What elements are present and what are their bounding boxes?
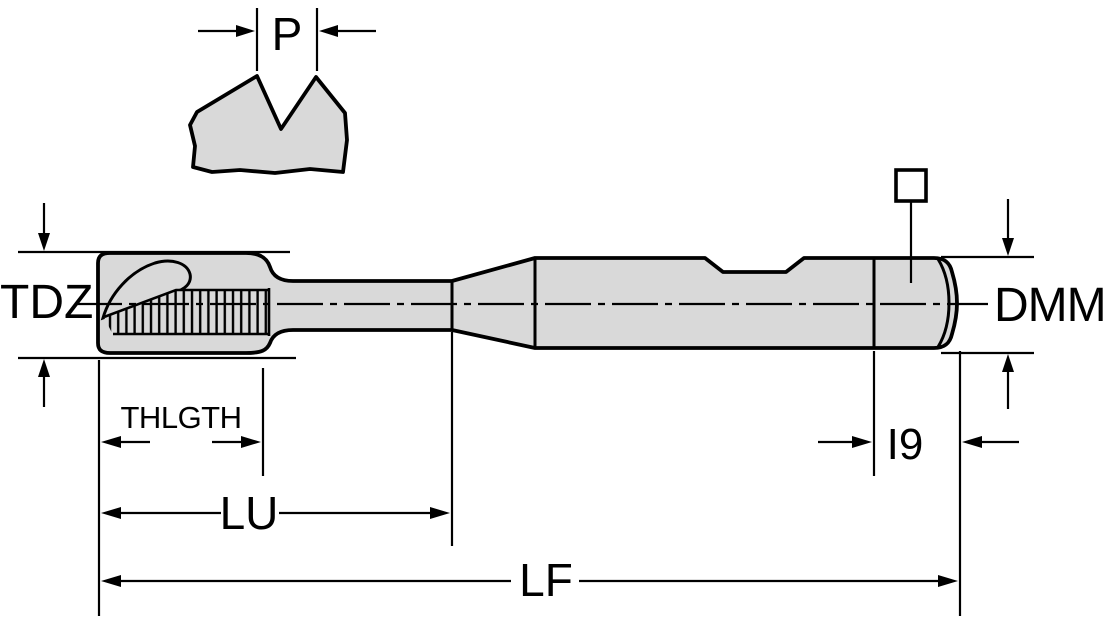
dimension-lu: LU [101, 332, 454, 546]
dmm-arrow-top [1002, 238, 1014, 256]
dimension-dmm: DMM [941, 199, 1107, 409]
thread-hatching [103, 288, 271, 336]
thlgth-arrow-right [241, 436, 261, 448]
thread-length-label: THLGTH [121, 400, 242, 435]
lu-arrow-left [101, 507, 121, 519]
tap-body [76, 251, 988, 355]
dimension-thlgth: THLGTH [101, 368, 265, 476]
i9-arrow-right [962, 436, 982, 448]
dmm-arrow-bottom [1002, 354, 1014, 372]
thread-top-edge [103, 288, 269, 319]
shank-diameter-label: DMM [994, 279, 1106, 332]
pitch-arrow-left [236, 25, 255, 37]
square-length-label: I9 [887, 420, 924, 469]
square-drive-symbol [894, 168, 928, 283]
square-symbol-icon [894, 168, 928, 203]
functional-length-label: LF [519, 554, 573, 606]
thread-profile-detail: P [188, 8, 376, 175]
flute [100, 259, 192, 321]
tap-outline [96, 251, 959, 355]
thlgth-arrow-left [101, 436, 121, 448]
lf-arrow-right [938, 575, 958, 587]
thread-profile-shape [188, 74, 349, 175]
usable-length-label: LU [220, 487, 279, 539]
pitch-arrow-right [319, 25, 338, 37]
dimension-tdz: TDZ [0, 203, 296, 407]
lf-arrow-left [101, 575, 121, 587]
lu-arrow-right [430, 507, 450, 519]
thread-diameter-label: TDZ [0, 276, 93, 329]
tdz-arrow-top [38, 233, 50, 251]
pitch-label: P [272, 8, 303, 60]
dimension-i9: I9 [818, 351, 1019, 476]
i9-arrow-left [852, 436, 872, 448]
dimension-lf: LF [101, 351, 962, 616]
tdz-arrow-bottom [38, 359, 50, 377]
